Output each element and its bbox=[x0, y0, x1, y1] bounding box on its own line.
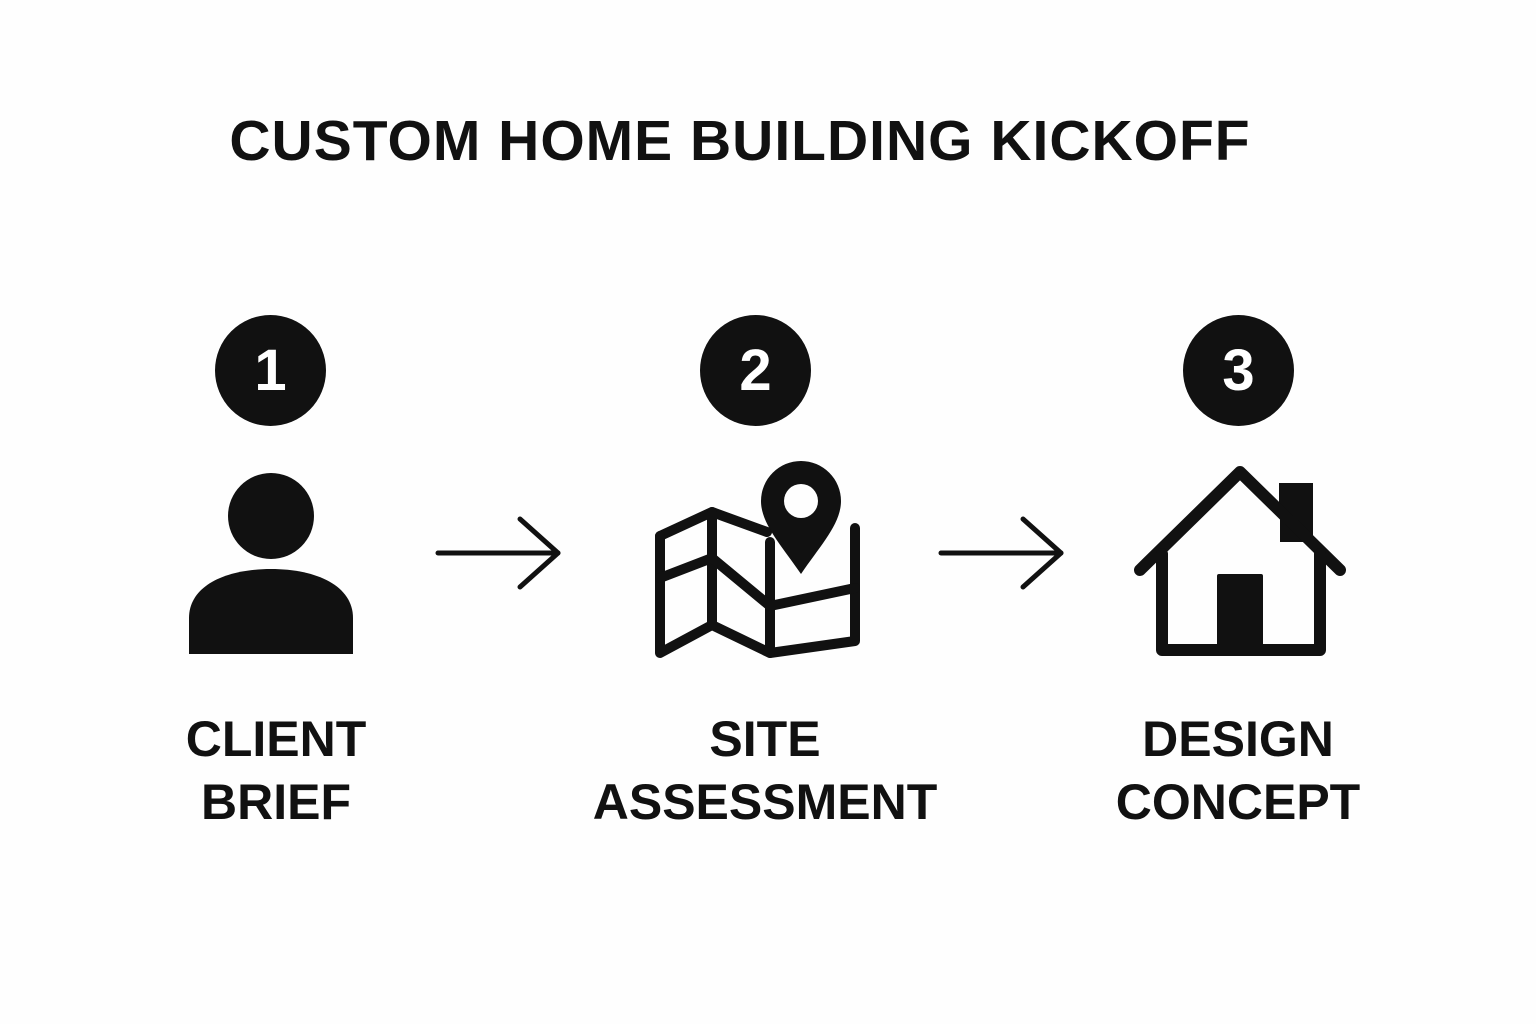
step-1-label-line-2: BRIEF bbox=[201, 774, 351, 830]
step-3-label-line-1: DESIGN bbox=[1142, 711, 1334, 767]
step-1-label-line-1: CLIENT bbox=[185, 711, 367, 767]
step-3-label: DESIGN CONCEPT bbox=[1028, 708, 1448, 834]
map-pin-icon bbox=[655, 461, 860, 658]
step-2-number-badge: 2 bbox=[700, 315, 811, 426]
step-2-label: SITE ASSESSMENT bbox=[555, 708, 975, 834]
step-2-label-line-2: ASSESSMENT bbox=[592, 774, 938, 830]
step-3-number-badge: 3 bbox=[1183, 315, 1294, 426]
step-1-label: CLIENT BRIEF bbox=[66, 708, 486, 834]
person-icon bbox=[189, 473, 353, 654]
step-1-number-badge: 1 bbox=[215, 315, 326, 426]
arrow-right-icon bbox=[938, 516, 1064, 590]
diagram-title: CUSTOM HOME BUILDING KICKOFF bbox=[229, 109, 1251, 173]
step-3-label-line-2: CONCEPT bbox=[1115, 774, 1361, 830]
house-icon bbox=[1134, 466, 1346, 656]
step-2-label-line-1: SITE bbox=[709, 711, 821, 767]
arrow-right-icon bbox=[435, 516, 561, 590]
